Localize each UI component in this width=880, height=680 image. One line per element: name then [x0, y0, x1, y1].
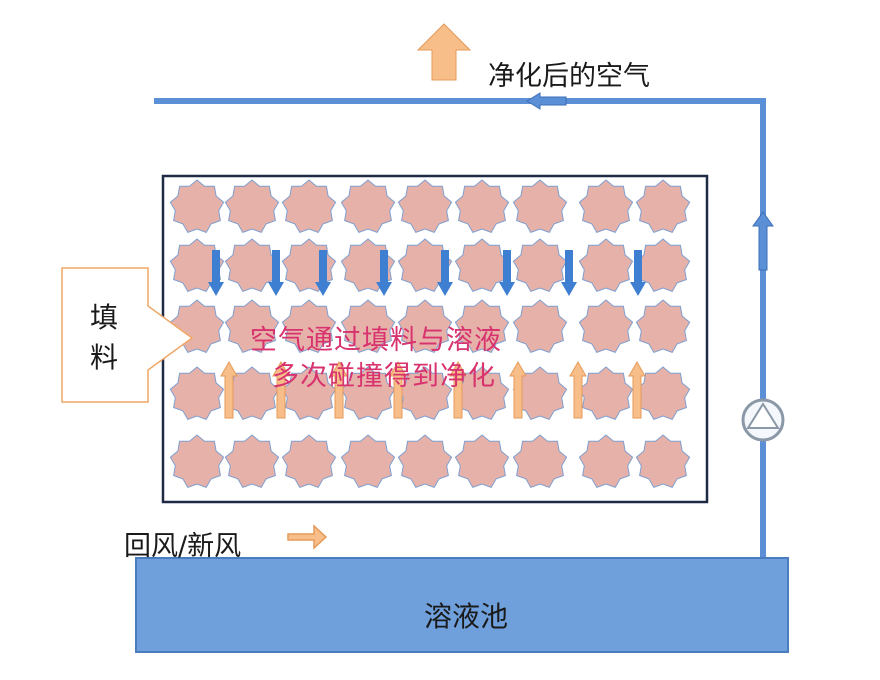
- down-arrow-icon: [315, 250, 331, 296]
- packing-ball: [578, 299, 634, 354]
- inlet-air-label: 回风/新风: [124, 531, 242, 562]
- packing-ball: [224, 299, 280, 354]
- packing-ball: [635, 179, 691, 234]
- packing-ball: [397, 179, 453, 234]
- packing-ball: [397, 434, 453, 489]
- solution-tank-label: 溶液池: [424, 600, 509, 633]
- packing-ball: [454, 434, 510, 489]
- up-arrow-icon: [330, 360, 348, 419]
- packing-ball: [281, 179, 337, 234]
- packing-ball: [512, 238, 568, 293]
- packing-ball: [397, 366, 453, 421]
- top-pipe: [154, 98, 766, 104]
- up-arrow-icon: [628, 360, 646, 419]
- packing-ball: [169, 366, 225, 421]
- purified-air-label: 净化后的空气: [488, 61, 650, 92]
- up-arrow-icon: [416, 23, 472, 81]
- packing-ball: [635, 238, 691, 293]
- packing-ball: [635, 366, 691, 421]
- up-arrow-icon: [509, 360, 527, 419]
- description-line1: 空气通过填料与溶液: [250, 325, 502, 356]
- packing-ball: [397, 299, 453, 354]
- packing-ball: [340, 434, 396, 489]
- left-arrow-icon: [526, 92, 567, 110]
- packing-ball: [224, 238, 280, 293]
- packing-ball: [169, 179, 225, 234]
- packing-ball: [578, 238, 634, 293]
- packing-ball: [340, 299, 396, 354]
- packing-ball: [224, 179, 280, 234]
- up-arrow-icon: [272, 360, 290, 419]
- packing-ball: [635, 434, 691, 489]
- up-arrow-icon: [389, 360, 407, 419]
- down-arrow-icon: [437, 250, 453, 296]
- packing-ball: [454, 366, 510, 421]
- down-arrow-icon: [630, 250, 646, 296]
- down-arrow-icon: [561, 250, 577, 296]
- packing-ball: [454, 299, 510, 354]
- air-flow-group: [220, 360, 646, 419]
- up-arrow-icon: [569, 360, 587, 419]
- packing-callout: [61, 267, 194, 403]
- description-line2: 多次碰撞得到净化: [272, 361, 496, 392]
- packing-ball: [224, 434, 280, 489]
- packing-ball: [169, 434, 225, 489]
- packing-ball: [635, 299, 691, 354]
- packing-label-line2: 料: [90, 341, 119, 374]
- packing-ball: [281, 299, 337, 354]
- packing-ball: [512, 434, 568, 489]
- liquid-spray-group: [208, 250, 646, 296]
- packing-ball: [578, 179, 634, 234]
- packing-ball: [512, 299, 568, 354]
- down-arrow-icon: [268, 250, 284, 296]
- down-arrow-icon: [208, 250, 224, 296]
- up-arrow-icon: [449, 360, 467, 419]
- packing-label-line1: 填: [90, 301, 119, 334]
- packing-ball: [578, 366, 634, 421]
- right-pipe: [760, 98, 766, 560]
- packing-ball: [454, 179, 510, 234]
- packing-ball: [578, 434, 634, 489]
- down-arrow-icon: [376, 250, 392, 296]
- packing-ball: [454, 238, 510, 293]
- packing-ball: [340, 366, 396, 421]
- packing-ball: [340, 179, 396, 234]
- pump-icon: [741, 398, 785, 442]
- solution-tank: [135, 557, 789, 653]
- right-arrow-icon: [287, 524, 328, 550]
- up-flow-arrow-icon: [752, 211, 774, 271]
- packing-ball: [281, 434, 337, 489]
- packing-ball: [281, 366, 337, 421]
- packing-ball: [512, 179, 568, 234]
- up-arrow-icon: [220, 360, 238, 419]
- down-arrow-icon: [499, 250, 515, 296]
